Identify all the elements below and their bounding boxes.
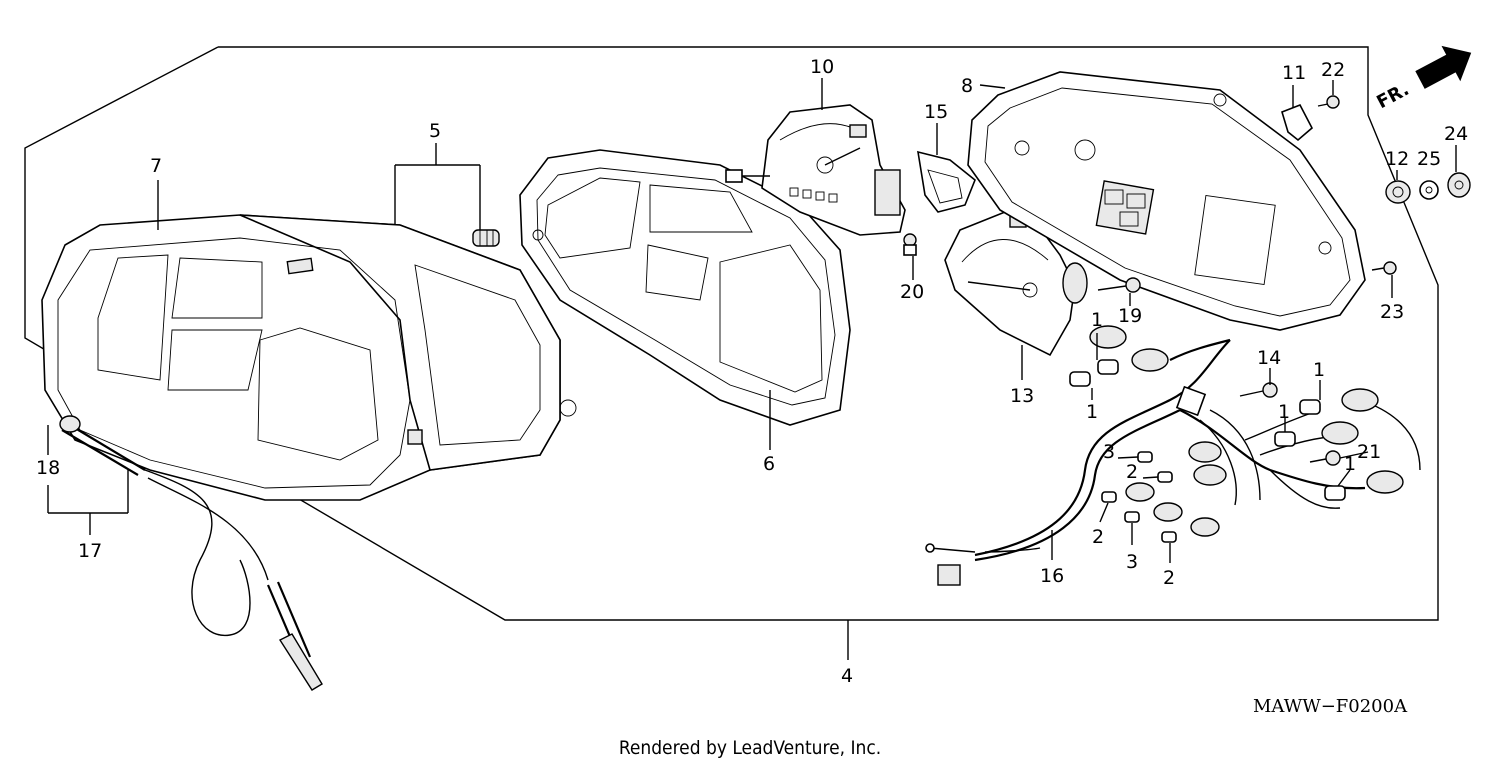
washer-part-25 (1419, 180, 1439, 200)
label-part-2: 2 (1092, 526, 1104, 548)
gauge-part-10 (725, 104, 906, 236)
meter-case-part-8 (967, 71, 1366, 331)
label-part-20: 20 (900, 281, 924, 303)
cable-end-part-18 (59, 415, 81, 433)
label-part-23: 23 (1380, 301, 1404, 323)
diagram-code: MAWW−F0200A (1253, 696, 1408, 717)
label-part-3: 3 (1126, 551, 1138, 573)
clip-part-11 (1281, 103, 1314, 142)
label-part-11: 11 (1282, 62, 1306, 84)
label-part-24: 24 (1444, 123, 1468, 145)
label-part-4: 4 (841, 665, 853, 687)
front-cover-part (41, 214, 577, 501)
label-part-19: 19 (1118, 305, 1142, 327)
assembly-boundary (24, 46, 1439, 621)
label-part-7: 7 (150, 155, 162, 177)
label-part-1: 1 (1086, 401, 1098, 423)
label-part-22: 22 (1321, 59, 1345, 81)
front-direction-label: FR. (1373, 79, 1412, 113)
front-direction-indicator: FR. (1373, 45, 1472, 113)
grommet-part-12 (1385, 180, 1411, 204)
label-part-1: 1 (1278, 401, 1290, 423)
screw-part-14 (1239, 382, 1278, 398)
leader-lines (47, 78, 1457, 660)
label-part-1: 1 (1313, 359, 1325, 381)
label-part-2: 2 (1163, 567, 1175, 589)
render-credit: Rendered by LeadVenture, Inc. (619, 737, 881, 759)
label-part-2: 2 (1126, 461, 1138, 483)
label-part-25: 25 (1417, 148, 1441, 170)
wire-harness-part-16 (925, 325, 1421, 586)
label-part-17: 17 (78, 540, 102, 562)
label-part-15: 15 (924, 101, 948, 123)
screw-part-20 (903, 233, 917, 256)
label-part-1: 1 (1344, 453, 1356, 475)
front-arrow-icon (1415, 45, 1472, 89)
label-part-13: 13 (1010, 385, 1034, 407)
nut-part-24 (1447, 172, 1471, 198)
label-part-18: 18 (36, 457, 60, 479)
label-part-5: 5 (429, 120, 441, 142)
label-part-16: 16 (1040, 565, 1064, 587)
label-part-21: 21 (1357, 441, 1381, 463)
screw-part-22 (1317, 95, 1340, 109)
label-part-3: 3 (1103, 441, 1115, 463)
screw-part-19 (1097, 277, 1141, 293)
screw-part-23 (1371, 261, 1397, 275)
speedometer-cable-part-17 (61, 424, 323, 691)
screw-part-21 (1309, 450, 1341, 466)
indicator-lens-part-15 (917, 150, 976, 213)
label-part-8: 8 (961, 75, 973, 97)
part-labels: 1 1 1 1 1 2 2 2 3 3 4 5 6 7 8 10 11 12 1… (36, 56, 1468, 687)
grommet-part-5 (472, 229, 500, 247)
label-part-10: 10 (810, 56, 834, 78)
label-part-12: 12 (1385, 148, 1409, 170)
label-part-6: 6 (763, 453, 775, 475)
label-part-1: 1 (1091, 309, 1103, 331)
label-part-14: 14 (1257, 347, 1281, 369)
